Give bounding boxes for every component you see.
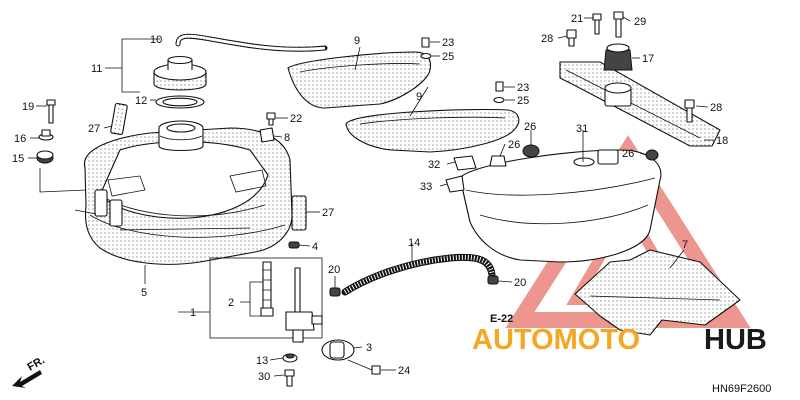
fuel-tank (74, 120, 293, 265)
front-direction-arrow (12, 370, 42, 388)
hose-clip-20-left (329, 287, 341, 297)
bolt-28-right (684, 99, 695, 123)
callout-15: 15 (12, 153, 24, 165)
clip-4 (288, 241, 300, 249)
callout-22: 22 (290, 113, 302, 125)
bolt-21 (592, 13, 602, 35)
bolt-29 (613, 11, 624, 38)
fuel-valve (285, 267, 323, 343)
side-cover-9-top (287, 51, 432, 109)
washer-16 (38, 129, 54, 141)
callout-26-b: 26 (508, 139, 520, 151)
cap-gasket (155, 95, 205, 109)
mount-bracket-18 (559, 61, 721, 147)
callout-28-b: 28 (710, 102, 722, 114)
diagram-code: HN69F2600 (712, 383, 771, 395)
callout-27-a: 27 (88, 123, 100, 135)
washer-25-mid (493, 96, 505, 104)
callout-25-a: 25 (442, 51, 454, 63)
callout-3: 3 (366, 342, 372, 354)
callout-10: 10 (150, 34, 162, 46)
callout-17: 17 (642, 53, 654, 65)
bolt-30 (284, 369, 295, 387)
pad-27-right (291, 195, 307, 231)
callout-11: 11 (91, 63, 102, 75)
callout-7: 7 (682, 239, 688, 251)
fuel-tray-31 (459, 149, 662, 263)
watermark-text-automoto: AUTOMOTO (472, 324, 640, 356)
bolt-23-mid (495, 81, 504, 92)
clip-32 (453, 155, 477, 171)
callout-19: 19 (22, 101, 34, 113)
callout-13: 13 (256, 355, 268, 367)
leader-lines (28, 16, 714, 377)
callout-23-a: 23 (442, 37, 454, 49)
callout-24: 24 (398, 365, 410, 377)
hose-clip-20-right (487, 275, 499, 285)
callout-20-a: 20 (328, 264, 340, 276)
callout-26-c: 26 (622, 148, 634, 160)
callout-29: 29 (634, 16, 646, 28)
clip-8 (259, 127, 275, 143)
callout-26-a: 26 (524, 121, 536, 133)
callout-8: 8 (284, 132, 290, 144)
callout-33: 33 (420, 181, 432, 193)
callout-9-a: 9 (354, 35, 360, 47)
cap-26-b (489, 155, 507, 167)
side-cover-9-bottom (345, 108, 520, 153)
fuel-cap (153, 55, 207, 91)
watermark-text-hub: HUB (704, 324, 767, 356)
rubber-mount-17 (603, 43, 633, 71)
washer-13 (282, 353, 298, 363)
callout-12: 12 (135, 95, 147, 107)
breather-hose-texture (176, 34, 327, 51)
fuel-strainer-2 (260, 261, 274, 317)
washer-25-top (420, 52, 432, 60)
cap-26-c (645, 149, 659, 161)
nut-28-top (566, 29, 577, 47)
clip-33 (445, 175, 465, 193)
callout-labels: 10 11 12 27 19 16 15 22 8 27 4 5 1 2 13 … (12, 13, 771, 395)
callout-31: 31 (576, 123, 588, 135)
callout-21: 21 (571, 13, 583, 25)
fuel-pump-3 (321, 339, 355, 361)
pad-27-top (110, 102, 128, 136)
callout-2: 2 (228, 297, 234, 309)
grommet-15 (36, 150, 54, 164)
callout-30: 30 (258, 371, 270, 383)
leader-15-tank (39, 168, 87, 193)
reference-e22: E-22 (490, 313, 513, 325)
callout-18: 18 (716, 135, 728, 147)
cap-26-a (522, 144, 540, 158)
fuel-valve-group-box (209, 257, 323, 339)
callout-9-b: 9 (416, 91, 422, 103)
callout-14: 14 (408, 237, 420, 249)
bolt-23-top (421, 37, 430, 48)
callout-28-a: 28 (541, 33, 553, 45)
callout-1: 1 (190, 307, 196, 319)
callout-23-b: 23 (517, 82, 529, 94)
fuel-hose-texture (343, 254, 495, 295)
watermark-brand: AUTOMOTO HUB (472, 324, 767, 356)
front-direction-label: FR. (26, 354, 47, 373)
heat-guard-7 (574, 249, 741, 336)
callout-4: 4 (312, 241, 318, 253)
callout-32: 32 (428, 159, 440, 171)
callout-5: 5 (141, 287, 147, 299)
callout-20-b: 20 (514, 277, 526, 289)
bolt-19 (46, 99, 56, 124)
callout-16: 16 (14, 133, 26, 145)
callout-27-b: 27 (322, 207, 334, 219)
bolt-24 (347, 359, 381, 375)
fuel-hose (341, 253, 496, 296)
clip-22 (266, 112, 276, 126)
callout-25-b: 25 (517, 95, 529, 107)
